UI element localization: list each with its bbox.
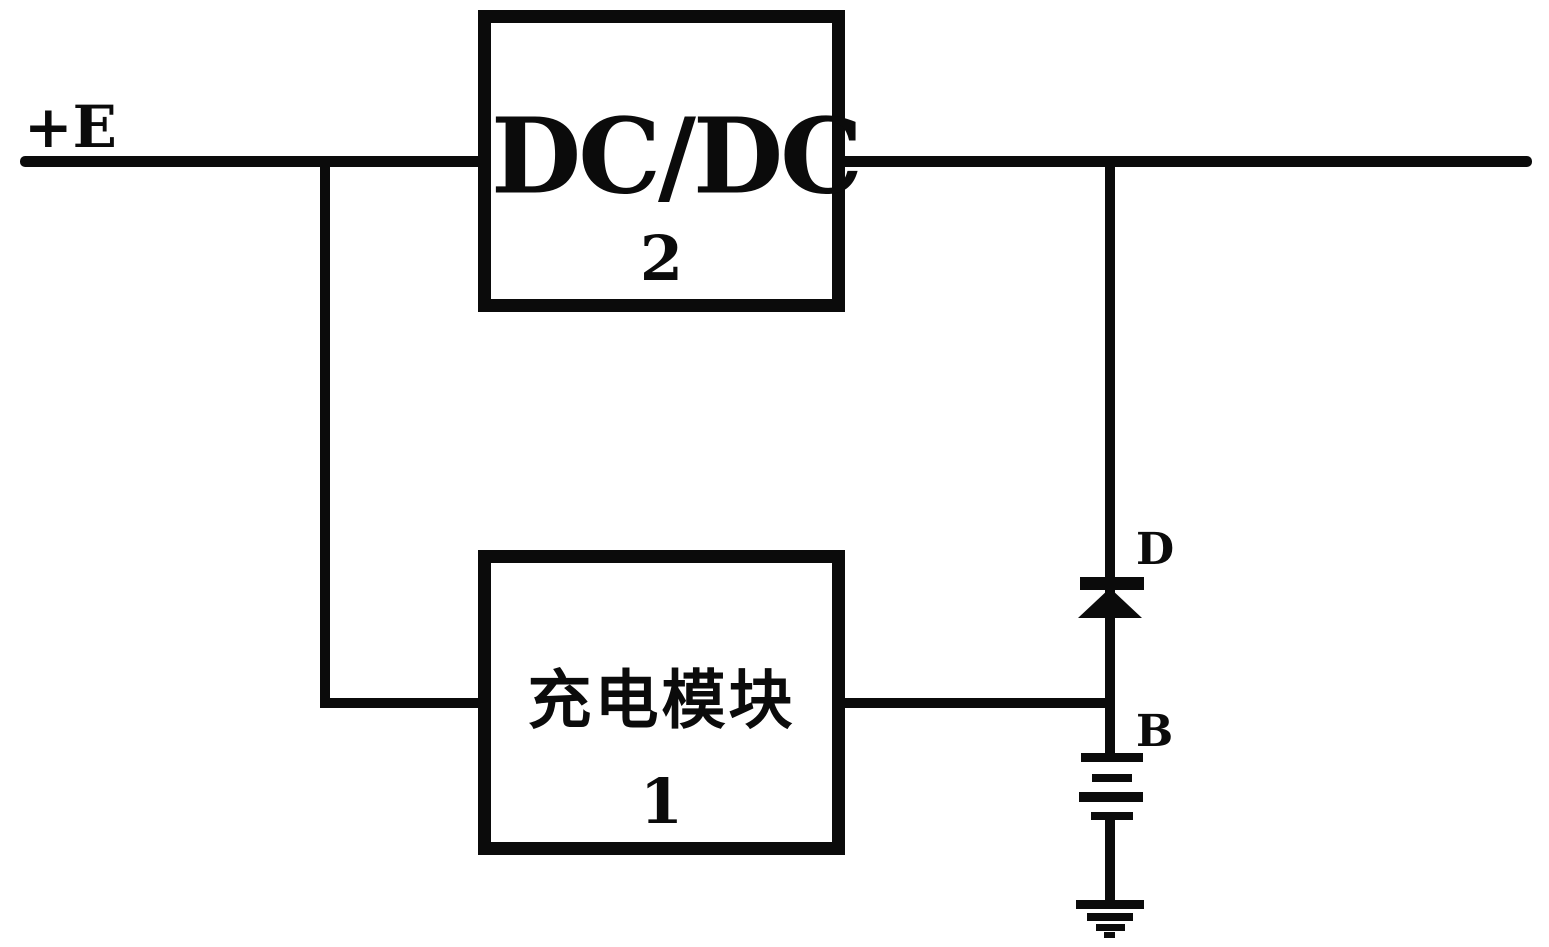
input-branch-wire-horizontal [320,698,490,708]
diode-label: D [1136,524,1175,575]
diode-cathode-bar [1080,577,1144,590]
charging-module-label: 充电模块 [527,664,796,739]
ground-bar-1 [1076,900,1144,909]
charger-output-wire [835,698,1115,708]
supply-rail-label: +E [24,93,117,161]
battery-plate-long-1 [1081,753,1143,762]
battery-label: B [1136,706,1174,757]
diode-anode-triangle [1078,588,1142,618]
battery-plate-short-1 [1092,774,1132,782]
charging-module-number: 1 [639,765,684,838]
battery-ground-wire [1105,818,1115,906]
ground-bar-2 [1087,913,1133,921]
charging-module-block: 充电模块 1 [478,550,845,855]
dcdc-converter-label: DC/DC [491,94,863,218]
battery-plate-long-2 [1079,792,1143,802]
ground-bar-3 [1096,924,1125,931]
dcdc-converter-number: 2 [639,222,684,295]
ground-bar-4 [1104,932,1115,938]
diode-branch-wire [1105,156,1115,758]
dcdc-converter-block: DC/DC 2 [478,10,863,312]
battery-plate-short-2 [1091,812,1133,820]
input-branch-wire-vertical [320,156,330,708]
